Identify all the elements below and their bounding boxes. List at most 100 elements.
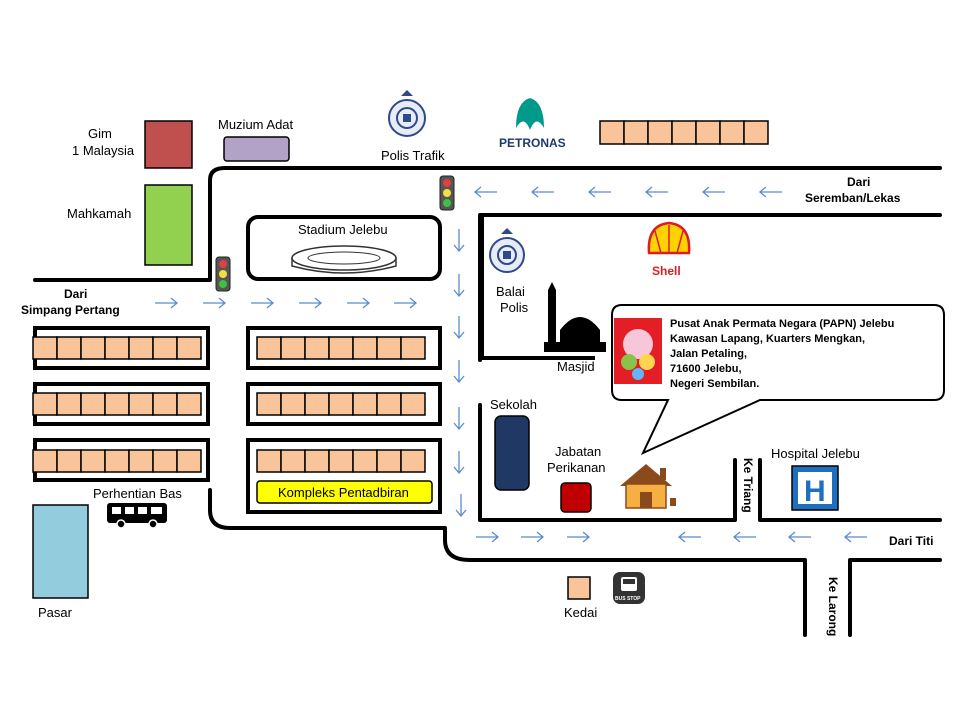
shop-lot	[104, 449, 130, 473]
road-larong-edge	[848, 558, 942, 637]
shop-lot	[328, 392, 354, 416]
shop-lot	[743, 120, 769, 145]
shop-lot	[304, 336, 330, 360]
shop-lots	[32, 120, 769, 473]
shop-lot	[152, 336, 178, 360]
direction-arrow	[567, 531, 591, 543]
shop-lot	[599, 120, 625, 145]
stadium-block	[246, 215, 442, 281]
ke-triang-label: Ke Triang	[741, 458, 755, 513]
mosque-icon	[544, 282, 606, 352]
direction-arrow	[299, 297, 323, 309]
shop-lot	[400, 336, 426, 360]
house-icon	[620, 464, 676, 509]
sekolah-building	[494, 415, 530, 491]
shell-label: Shell	[652, 264, 681, 278]
shop-lot	[695, 120, 721, 145]
petronas-logo-icon	[516, 98, 544, 130]
dari-simpang-label-2: Simpang Pertang	[21, 303, 120, 317]
jabatan-building	[560, 482, 592, 513]
mahkamah-building	[144, 184, 193, 266]
pasar-building	[32, 504, 89, 599]
shop-lot	[376, 336, 402, 360]
masjid-block	[480, 215, 595, 360]
pasar-label: Pasar	[38, 605, 73, 620]
muzium-building	[223, 136, 290, 162]
shop-lot	[328, 336, 354, 360]
shop-lot	[56, 449, 82, 473]
papn-address-line-3: Jalan Petaling,	[670, 348, 747, 360]
direction-arrow	[453, 229, 465, 253]
balai-polis-label-2: Polis	[500, 300, 529, 315]
shop-lot	[280, 449, 306, 473]
shop-lot	[56, 392, 82, 416]
shop-lot	[128, 336, 154, 360]
block-center-row2	[246, 382, 442, 426]
direction-arrow	[203, 297, 227, 309]
shop-lot	[352, 336, 378, 360]
road-west-bottom-edge	[208, 488, 807, 637]
shop-lot	[623, 120, 649, 145]
road-north-edge	[208, 166, 942, 232]
jabatan-label: Jabatan	[555, 444, 601, 459]
gim-building	[144, 120, 193, 169]
direction-arrow	[453, 360, 465, 384]
papn-logo-icon	[614, 318, 662, 384]
direction-arrow	[521, 531, 545, 543]
shop-lot	[80, 449, 106, 473]
police-emblem-icon	[388, 90, 426, 137]
balai-polis-label: Balai	[496, 284, 525, 299]
papn-address-line-5: Negeri Sembilan.	[670, 378, 759, 390]
direction-arrow	[453, 451, 465, 475]
papn-callout-bubble	[611, 304, 945, 456]
shop-lot	[304, 392, 330, 416]
shop-lot	[152, 392, 178, 416]
gim-label: Gim	[88, 126, 112, 141]
shop-lot	[400, 449, 426, 473]
traffic-arrows	[155, 186, 867, 543]
polis-trafik-label: Polis Trafik	[381, 148, 445, 163]
mahkamah-label: Mahkamah	[67, 206, 131, 221]
perhentian-label: Perhentian Bas	[93, 486, 182, 501]
direction-arrow	[758, 186, 782, 198]
shop-lot	[647, 120, 673, 145]
shop-lot	[80, 336, 106, 360]
kedai-label: Kedai	[564, 605, 597, 620]
sekolah-label: Sekolah	[490, 397, 537, 412]
shop-lot	[256, 392, 282, 416]
petronas-label: PETRONAS	[499, 136, 566, 150]
shop-lot	[176, 449, 202, 473]
direction-arrow	[453, 274, 465, 298]
shop-lot	[376, 392, 402, 416]
traffic-light-icon	[215, 256, 231, 292]
stadium-label: Stadium Jelebu	[298, 222, 388, 237]
hospital-sign-inner	[798, 472, 832, 504]
shop-lot	[719, 120, 745, 145]
shop-lot	[256, 449, 282, 473]
direction-arrow	[473, 186, 497, 198]
bus-icon	[107, 503, 167, 529]
shop-lot	[304, 449, 330, 473]
police-emblem-icon	[489, 228, 525, 273]
masjid-label: Masjid	[557, 359, 595, 374]
shop-lot	[56, 336, 82, 360]
direction-arrow	[455, 494, 467, 518]
shop-lot	[400, 392, 426, 416]
direction-arrow	[251, 297, 275, 309]
shop-lot	[128, 392, 154, 416]
shop-lot	[104, 336, 130, 360]
direction-arrow	[476, 531, 500, 543]
direction-arrow	[843, 531, 867, 543]
muzium-label: Muzium Adat	[218, 117, 294, 132]
papn-address-line-2: Kawasan Lapang, Kuarters Mengkan,	[670, 333, 865, 345]
bus-stop-icon	[613, 572, 645, 604]
shop-lot	[128, 449, 154, 473]
traffic-light-icon	[439, 175, 455, 211]
shop-lot	[328, 449, 354, 473]
shop-lot	[671, 120, 697, 145]
direction-arrow	[347, 297, 371, 309]
shop-lot	[280, 336, 306, 360]
direction-arrow	[155, 297, 179, 309]
shop-lot	[376, 449, 402, 473]
direction-arrow	[677, 531, 701, 543]
